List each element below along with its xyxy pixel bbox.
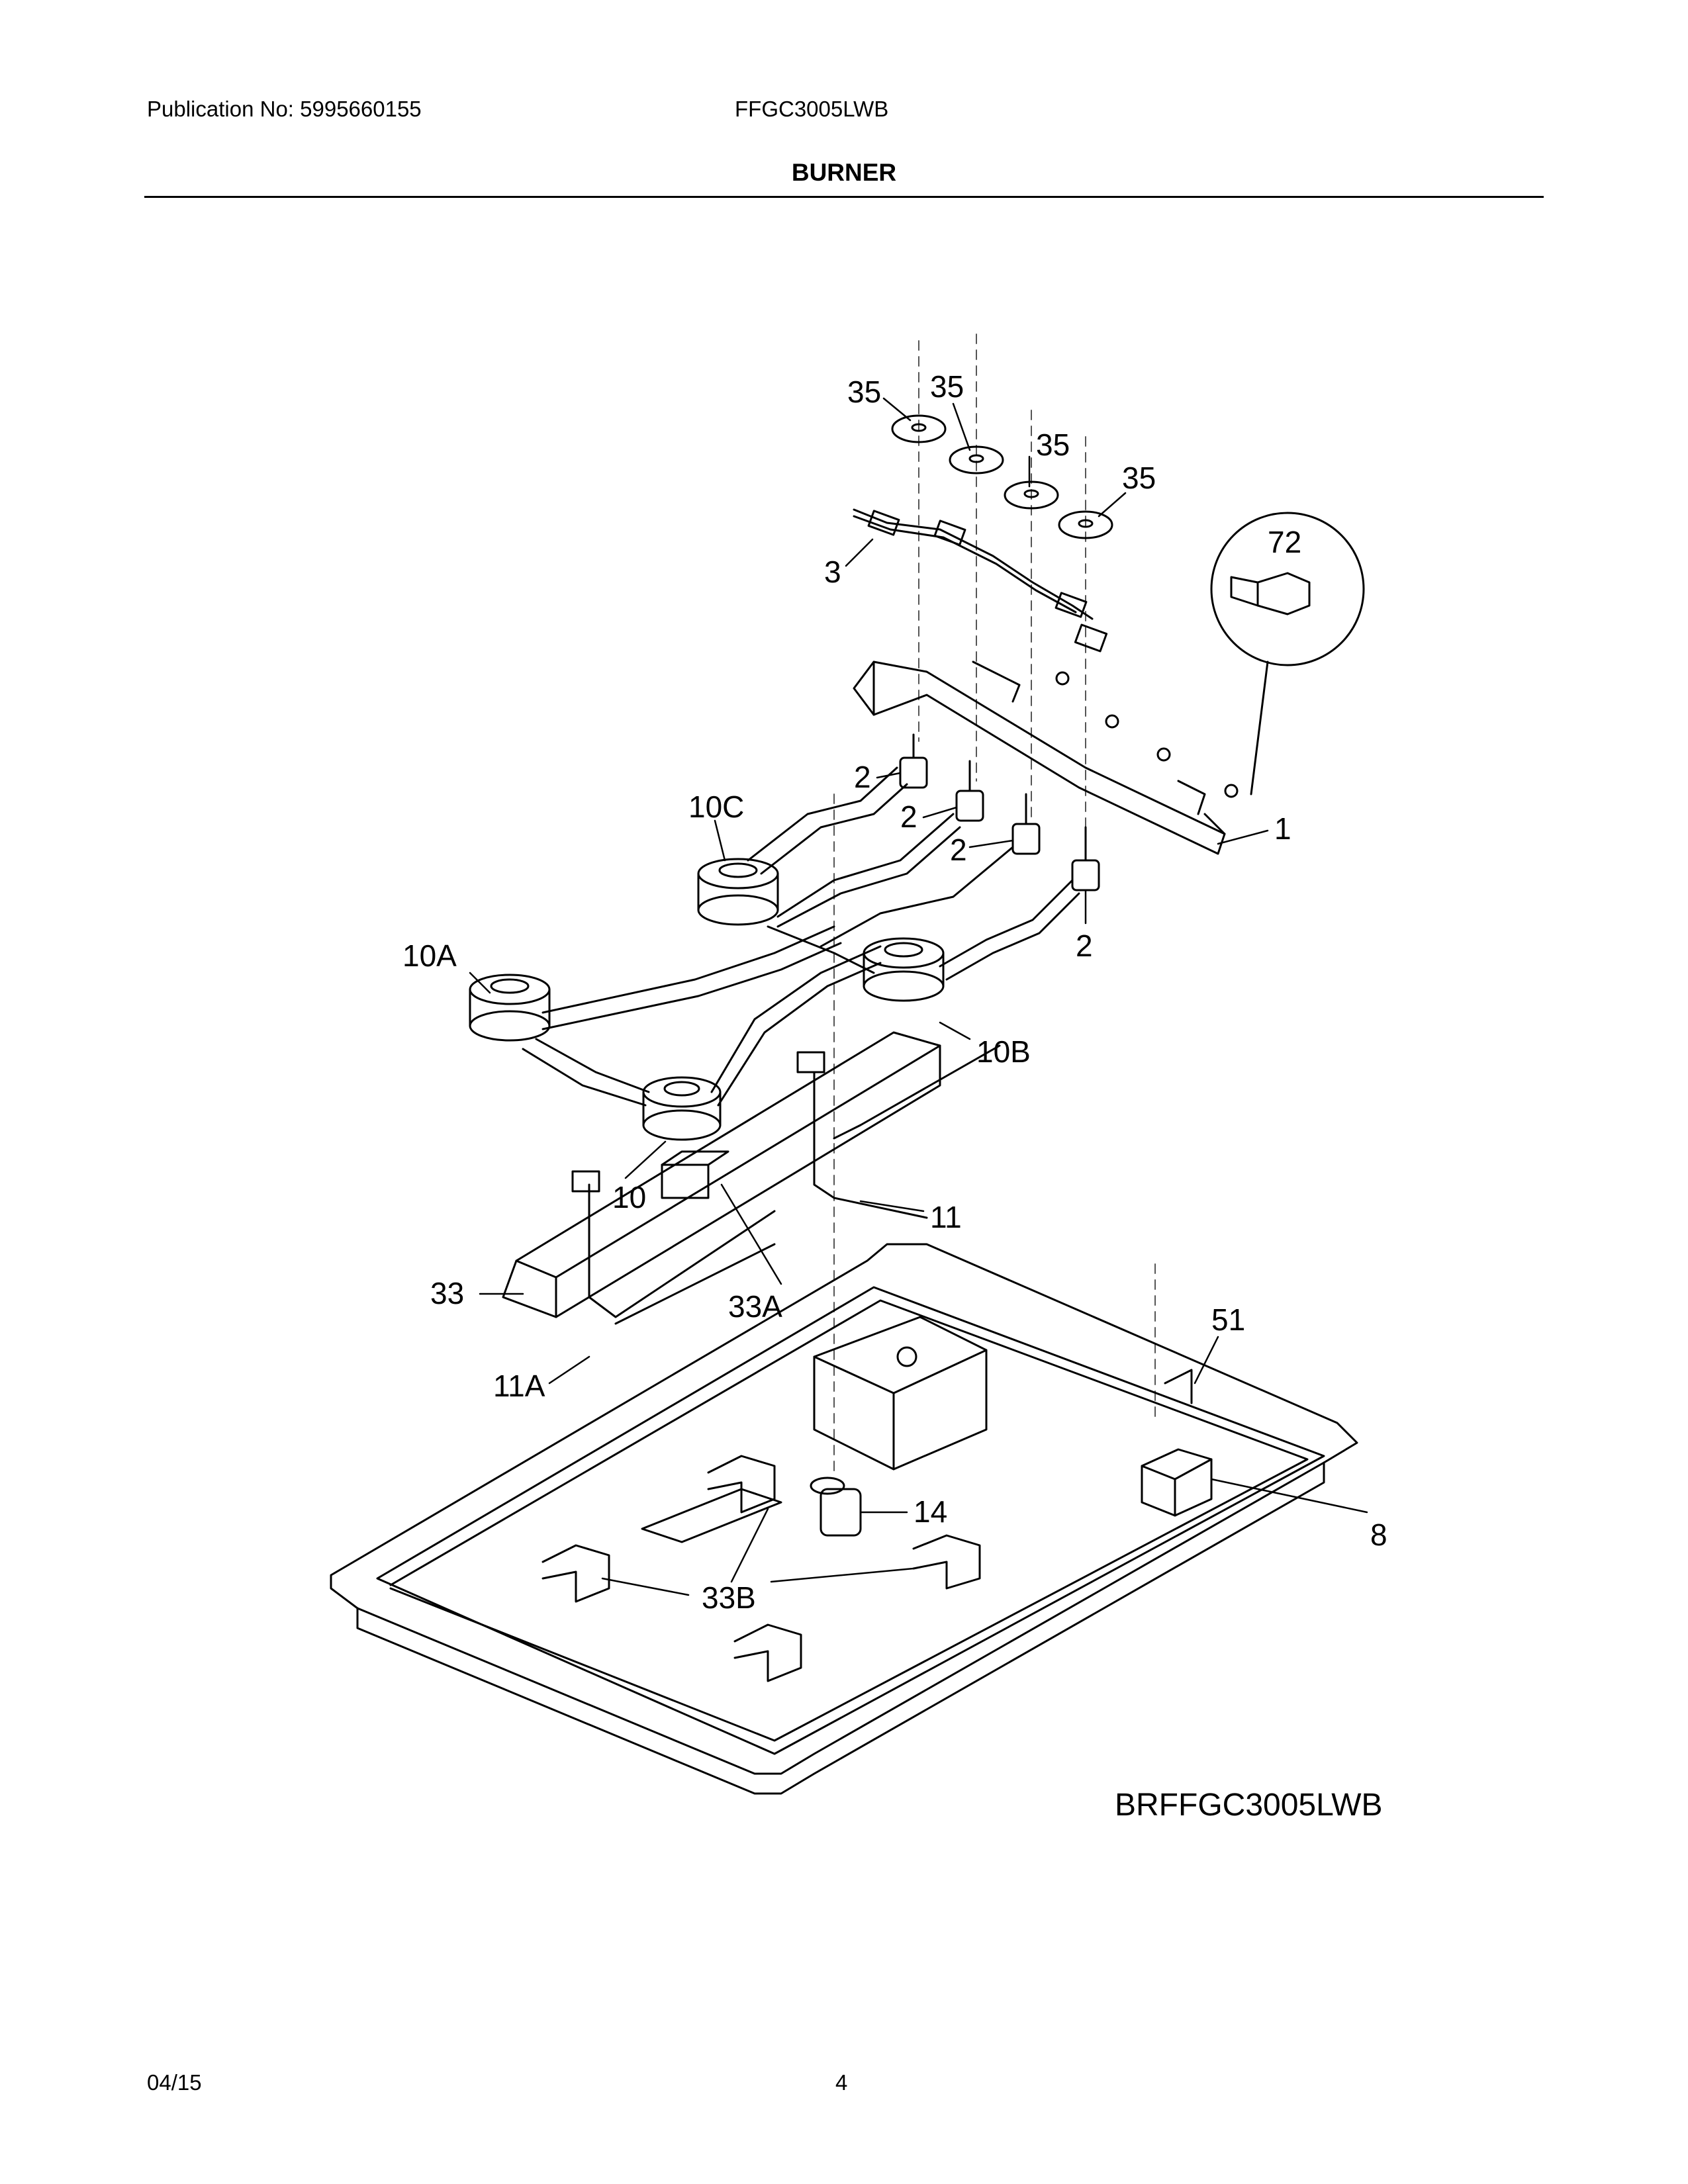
callout-35: 35	[930, 369, 964, 404]
burner-heads	[469, 858, 945, 1141]
screw-detail-circle	[1210, 512, 1365, 796]
callout-2: 2	[900, 799, 917, 834]
callout-72: 72	[1268, 525, 1301, 559]
regulator	[810, 1477, 862, 1537]
diagram-code: BRFFGC3005LWB	[1115, 1788, 1383, 1823]
callout-33b: 33B	[702, 1580, 756, 1615]
callout-14: 14	[914, 1494, 947, 1529]
callout-51: 51	[1211, 1302, 1245, 1337]
callout-10b: 10B	[976, 1034, 1031, 1069]
leader-lines	[469, 397, 1368, 1596]
electrode-harness	[853, 508, 1108, 653]
alignment-lines	[833, 334, 1156, 1477]
cooktop-pan	[330, 1243, 1358, 1795]
callout-2: 2	[854, 760, 871, 794]
callout-10c: 10C	[688, 790, 744, 824]
callout-3: 3	[824, 555, 841, 589]
callout-11: 11	[930, 1200, 962, 1234]
publication-number: Publication No: 5995660155	[147, 97, 422, 121]
thermocouple-wires	[571, 1044, 1001, 1325]
header-rule	[144, 196, 1544, 198]
model-number: FFGC3005LWB	[735, 97, 889, 121]
callout-2: 2	[1076, 929, 1093, 963]
burner-10a	[469, 974, 551, 1042]
burner-10	[642, 1076, 722, 1141]
manifold-rail	[853, 660, 1239, 855]
pan-brackets	[541, 1455, 981, 1682]
callout-11a: 11A	[493, 1369, 545, 1403]
callout-2: 2	[950, 833, 967, 867]
burner-tubes	[522, 766, 1080, 1107]
callout-33: 33	[430, 1276, 464, 1310]
burner-bracket	[502, 1031, 941, 1318]
callout-8: 8	[1370, 1518, 1387, 1552]
callout-10a: 10A	[402, 938, 457, 973]
callout-35: 35	[1036, 428, 1070, 462]
burner-caps	[891, 414, 1113, 539]
burner-10c	[697, 858, 779, 926]
callout-33a: 33A	[728, 1289, 782, 1324]
callout-35: 35	[847, 375, 881, 409]
callout-1: 1	[1274, 811, 1291, 846]
footer-date: 04/15	[147, 2070, 202, 2095]
callout-10: 10	[612, 1180, 646, 1214]
gas-valves	[899, 733, 1100, 891]
section-title: BURNER	[791, 159, 897, 186]
spark-module	[1141, 1369, 1213, 1517]
callout-35: 35	[1122, 461, 1156, 495]
page-number: 4	[835, 2070, 848, 2095]
